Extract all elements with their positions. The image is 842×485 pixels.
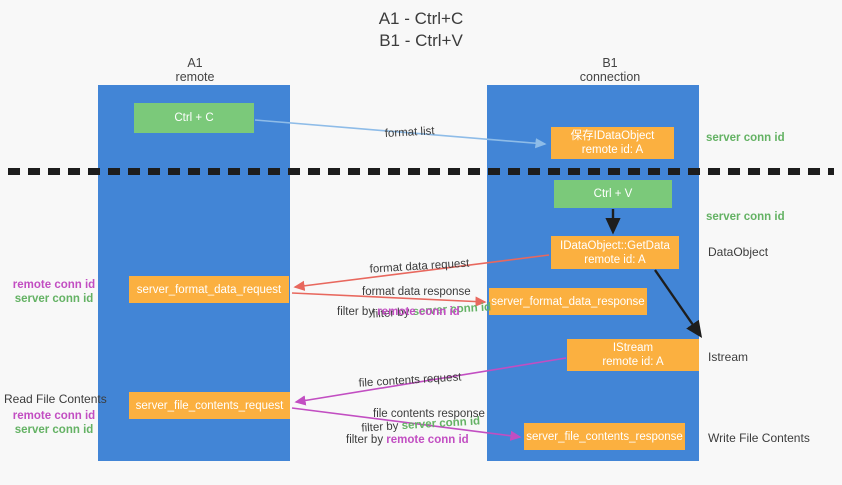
side-label-remote-conn-id: remote conn id [12, 279, 96, 291]
side-label-write-file-contents: Write File Contents [708, 431, 810, 445]
phase-divider [8, 168, 834, 175]
column-header-b1: B1 connection [579, 56, 641, 84]
side-label-server-conn-id-top: server conn id [706, 132, 785, 144]
box-server-format-data-request[interactable]: server_format_data_request [129, 276, 289, 303]
side-label-conn-ids-bottom: remote conn id server conn id [8, 392, 100, 437]
side-label-remote-conn-id: remote conn id [12, 410, 96, 422]
side-label-istream: Istream [708, 350, 749, 364]
side-label-read-file-contents: Read File Contents [4, 392, 107, 406]
side-label-dataobject: DataObject [708, 245, 769, 259]
filter-by-text: filter by [337, 306, 378, 318]
side-label-server-conn-id-mid: server conn id [706, 211, 785, 223]
box-idataobject-getdata[interactable]: IDataObject::GetData remote id: A [551, 236, 679, 269]
box-ctrl-c[interactable]: Ctrl + C [134, 103, 254, 133]
edge-label-format-data-response: format data response [362, 286, 471, 298]
side-label-server-conn-id: server conn id [14, 424, 94, 436]
edge-label-file-contents-request-line1: file contents request [358, 371, 462, 390]
edge-label-file-contents-response: file contents response [373, 408, 485, 420]
edge-label-format-list: format list [371, 109, 436, 157]
box-ctrl-v[interactable]: Ctrl + V [554, 180, 672, 208]
filter-by-text: filter by [346, 434, 387, 446]
edge-label-format-data-response-filter: filter by remote conn id [337, 305, 460, 320]
side-label-server-conn-id: server conn id [14, 293, 94, 305]
side-label-conn-ids-top: remote conn id server conn id [8, 278, 100, 306]
box-istream[interactable]: IStream remote id: A [567, 339, 699, 371]
remote-conn-id-text: remote conn id [377, 306, 460, 318]
edge-label-file-contents-response-filter: filter by remote conn id [346, 433, 469, 448]
edge-label-format-list-text: format list [384, 125, 435, 141]
column-header-a1: A1 remote [175, 56, 215, 84]
box-server-file-contents-response[interactable]: server_file_contents_response [524, 423, 685, 450]
page-title: A1 - Ctrl+C B1 - Ctrl+V [378, 9, 464, 50]
box-server-file-contents-request[interactable]: server_file_contents_request [129, 392, 290, 419]
edge-label-format-data-request-line1: format data request [369, 257, 470, 276]
box-save-idataobject[interactable]: 保存IDataObject remote id: A [551, 127, 674, 159]
box-server-format-data-response[interactable]: server_format_data_response [489, 288, 647, 315]
remote-conn-id-text: remote conn id [386, 434, 469, 446]
